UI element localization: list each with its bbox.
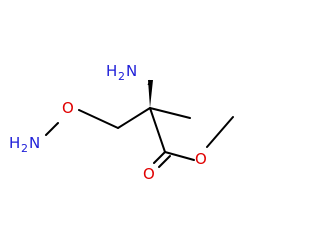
ether-oxygen: O <box>62 99 74 117</box>
bond-n-o <box>45 122 59 136</box>
bond-oester-ch3 <box>206 116 234 148</box>
amine-h: H <box>106 62 117 80</box>
wedge-bond-cq-n <box>148 80 153 108</box>
hydroxylamine-n: N <box>29 134 40 152</box>
bond-c-oester <box>164 151 195 161</box>
amine-n: N <box>126 62 137 80</box>
amine-h-sub: 2 <box>118 70 125 83</box>
ester-oxygen: O <box>195 150 207 168</box>
bond-cq-methyl <box>149 107 191 119</box>
bond-carbonyl-1 <box>153 151 166 164</box>
carbonyl-oxygen: O <box>143 165 155 183</box>
hydroxylamine-h: H <box>9 134 20 152</box>
bond-ch2-cq <box>117 107 151 129</box>
hydroxylamine-h-sub: 2 <box>21 142 28 155</box>
bond-carbonyl-2 <box>158 155 171 168</box>
bond-cq-carbonyl-c <box>149 107 166 153</box>
bond-o-ch2 <box>78 109 119 129</box>
amine-nh2-label: H 2 N <box>106 62 137 83</box>
bonds <box>45 107 234 168</box>
hydroxylamine-nh2-label: H 2 N <box>9 134 40 155</box>
molecule-structure: H 2 N H 2 N O O O <box>9 62 234 183</box>
wedge-bond-tail <box>147 79 151 86</box>
